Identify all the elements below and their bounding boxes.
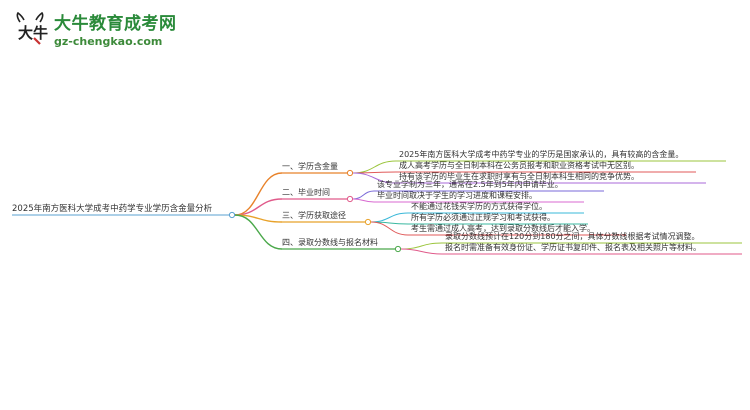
branch-topic-3: 三、学历获取途径 — [282, 211, 346, 220]
leaf-topic-2-2: 毕业时间取决于学生的学习进度和课程安排。 — [377, 191, 537, 200]
mascot-text: 大牛 — [18, 24, 48, 42]
root-topic: 2025年南方医科大学成考中药学专业学历含金量分析 — [12, 204, 213, 214]
site-url: gz-chengkao.com — [54, 35, 163, 48]
leaf-connector-4-1 — [400, 242, 443, 250]
leaf-topic-1-3: 持有该学历的毕业生在求职时享有与全日制本科生相同的竞争优势。 — [399, 172, 639, 181]
leaf-connector-3-1 — [370, 212, 409, 223]
branch-topic-1: 一、学历含金量 — [282, 162, 338, 171]
leaf-topic-4-2: 报名时需准备有效身份证、学历证书复印件、报名表及相关照片等材料。 — [445, 243, 701, 252]
leaf-connector-2-1 — [352, 190, 375, 200]
branch-collapse-toggle-3[interactable] — [364, 218, 372, 226]
leaf-connector-4-2 — [400, 248, 443, 255]
leaf-topic-2-1: 该专业学制为三年，通常在2.5年到5年内申请毕业。 — [377, 180, 563, 189]
leaf-connector-1-1 — [352, 160, 397, 174]
leaf-connector-2-2 — [352, 198, 375, 203]
branch-topic-4: 四、录取分数线与报名材料 — [282, 238, 378, 247]
branch-collapse-toggle-4[interactable] — [394, 245, 402, 253]
leaf-topic-1-1: 2025年南方医科大学成考中药学专业的学历是国家承认的，具有较高的含金量。 — [399, 150, 684, 159]
leaf-topic-3-3: 考生需通过成人高考，达到录取分数线后才能入学。 — [411, 224, 595, 233]
branch-collapse-toggle-2[interactable] — [346, 195, 354, 203]
site-logo[interactable]: 大牛 大牛教育成考网 gz-chengkao.com — [0, 0, 180, 60]
root-collapse-toggle[interactable] — [228, 211, 236, 219]
mindmap-connectors — [12, 160, 742, 255]
leaf-topic-4-1: 录取分数线预计在120分到180分之间，具体分数线根据考试情况调整。 — [445, 232, 700, 241]
leaf-topic-3-2: 所有学历必须通过正规学习和考试获得。 — [411, 213, 555, 222]
leaf-connector-1-3 — [352, 172, 397, 184]
mascot-icon: 大牛 — [16, 12, 48, 45]
leaf-connector-3-3 — [370, 221, 409, 236]
branch-topic-2: 二、毕业时间 — [282, 188, 330, 197]
branch-connector-4 — [234, 214, 283, 250]
branch-collapse-toggle-1[interactable] — [346, 169, 354, 177]
branch-connector-1 — [234, 172, 283, 216]
leaf-topic-1-2: 成人高考学历与全日制本科在公务员报考和职业资格考试中无区别。 — [399, 161, 639, 170]
site-name: 大牛教育成考网 — [54, 14, 177, 34]
leaf-topic-3-1: 不能通过花钱买学历的方式获得学位。 — [411, 202, 547, 211]
branch-connector-2 — [234, 198, 283, 216]
